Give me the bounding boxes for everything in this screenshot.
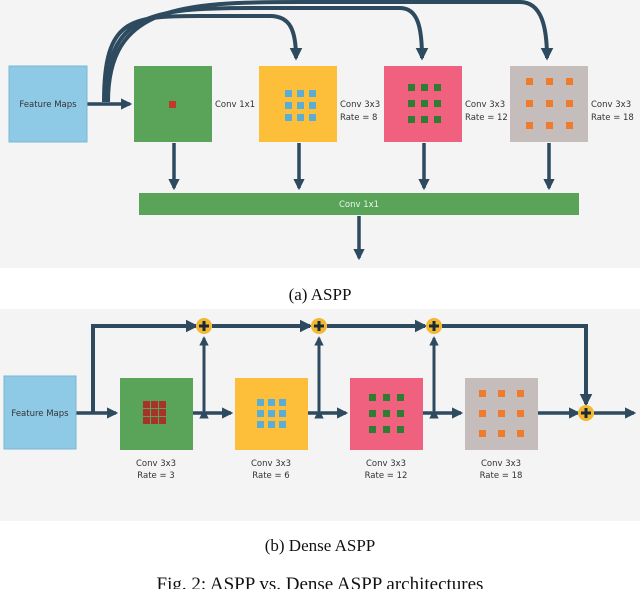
aspp-block-3-dots: [408, 84, 441, 123]
plus-icon: [578, 405, 594, 421]
aspp-block-3-rate: Rate = 12: [465, 113, 508, 123]
aspp-block-2-dots: [285, 90, 316, 121]
dense-aspp-caption: (b) Dense ASPP: [265, 536, 376, 555]
aspp-output-label: Conv 1x1: [339, 200, 379, 210]
dense-block-1-dots: [143, 401, 166, 424]
dense-block-1-label: Conv 3x3: [136, 459, 176, 469]
dense-block-3-rate: Rate = 12: [365, 471, 408, 481]
aspp-diagram: Feature Maps Conv 1x1 Conv 3x3 Rate = 8 …: [8, 0, 634, 261]
aspp-block-1-label: Conv 1x1: [215, 100, 255, 110]
aspp-skip-arrow-1: [102, 14, 303, 103]
dense-aspp-diagram: Feature Maps Conv 3x3 Rate = 3 Conv 3x3 …: [3, 318, 637, 481]
plus-icon: [311, 318, 327, 334]
aspp-block-3-label: Conv 3x3: [465, 100, 505, 110]
aspp-input-box: [8, 65, 88, 143]
dense-block-2-dots: [257, 399, 286, 428]
dense-block-2-rate: Rate = 6: [252, 471, 289, 481]
aspp-block-4-dots: [526, 78, 573, 129]
aspp-output-bar: [139, 193, 579, 215]
aspp-input-label: Feature Maps: [19, 100, 77, 110]
aspp-block-2-rate: Rate = 8: [340, 113, 377, 123]
dense-block-4-dots: [479, 390, 524, 437]
plus-icon: [196, 318, 212, 334]
dense-block-4-rate: Rate = 18: [480, 471, 523, 481]
dense-top-bus: [91, 319, 199, 412]
aspp-block-1-dot: [169, 101, 176, 108]
aspp-skip-arrow-2: [104, 6, 429, 103]
dense-input-box: [3, 375, 77, 450]
dense-block-1-rate: Rate = 3: [137, 471, 174, 481]
dense-top-bus-end: [442, 324, 593, 407]
dense-input-label: Feature Maps: [11, 409, 69, 419]
dense-block-3-dots: [369, 394, 404, 433]
plus-icon: [426, 318, 442, 334]
aspp-block-2-label: Conv 3x3: [340, 100, 380, 110]
aspp-block-4-rate: Rate = 18: [591, 113, 634, 123]
aspp-skip-arrow-3: [106, 0, 554, 103]
figure-caption: Fig. 2: ASPP vs. Dense ASPP architecture…: [157, 574, 484, 589]
aspp-block-4-label: Conv 3x3: [591, 100, 631, 110]
dense-block-3-label: Conv 3x3: [366, 459, 406, 469]
aspp-caption: (a) ASPP: [289, 285, 352, 304]
dense-block-2-label: Conv 3x3: [251, 459, 291, 469]
dense-block-4-label: Conv 3x3: [481, 459, 521, 469]
